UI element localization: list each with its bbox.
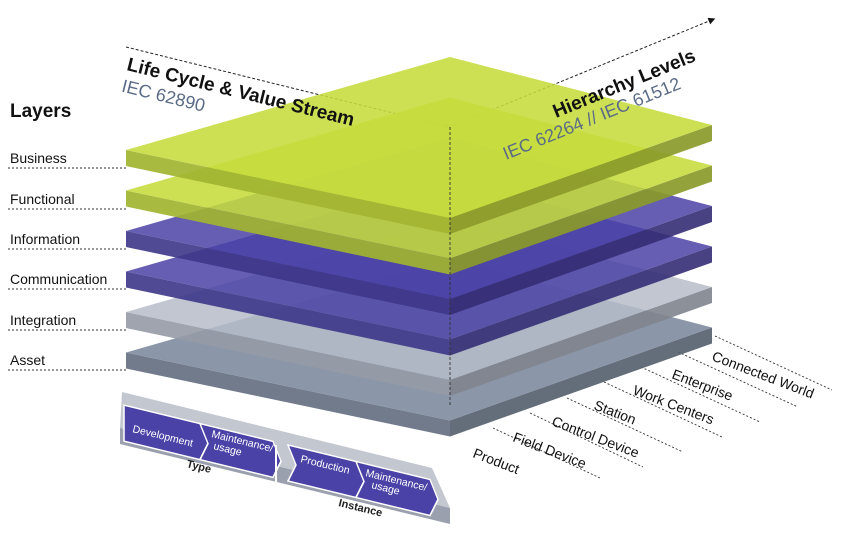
layer-business-top-face bbox=[126, 57, 712, 218]
layer-stack bbox=[126, 57, 712, 437]
level-product: Product bbox=[471, 445, 522, 477]
layer-asset-left-face bbox=[126, 352, 450, 437]
layer-asset-right-face bbox=[450, 327, 712, 437]
layer-communication-left-face bbox=[126, 271, 450, 356]
layer-business-right-face bbox=[450, 125, 712, 234]
layer-label-asset: Asset bbox=[10, 352, 45, 368]
life-cycle-axis-arrow bbox=[125, 46, 452, 130]
phase-chevrons bbox=[123, 404, 439, 517]
layer-communication-right-face bbox=[450, 246, 712, 356]
layer-label-business: Business bbox=[10, 150, 67, 166]
layer-label-functional: Functional bbox=[10, 191, 75, 207]
layer-integration-right-face bbox=[450, 287, 712, 396]
layer-integration-left-face bbox=[126, 312, 450, 396]
layer-label-information: Information bbox=[10, 231, 80, 247]
layer-business-left-face bbox=[126, 150, 450, 234]
chevron-maintenance-type bbox=[198, 422, 282, 479]
layers-title: Layers bbox=[10, 101, 71, 122]
hierarchy-guides bbox=[492, 335, 833, 479]
layer-label-integration: Integration bbox=[10, 312, 76, 328]
layer-functional-left-face bbox=[126, 190, 450, 275]
layer-information-left-face bbox=[126, 231, 450, 315]
layer-information-right-face bbox=[450, 206, 712, 315]
layer-functional-right-face bbox=[450, 165, 712, 275]
type-label: Type bbox=[185, 458, 212, 476]
level-station: Station bbox=[592, 397, 638, 428]
chevron-maintenance-instance bbox=[354, 460, 439, 517]
layer-label-communication: Communication bbox=[10, 271, 107, 287]
